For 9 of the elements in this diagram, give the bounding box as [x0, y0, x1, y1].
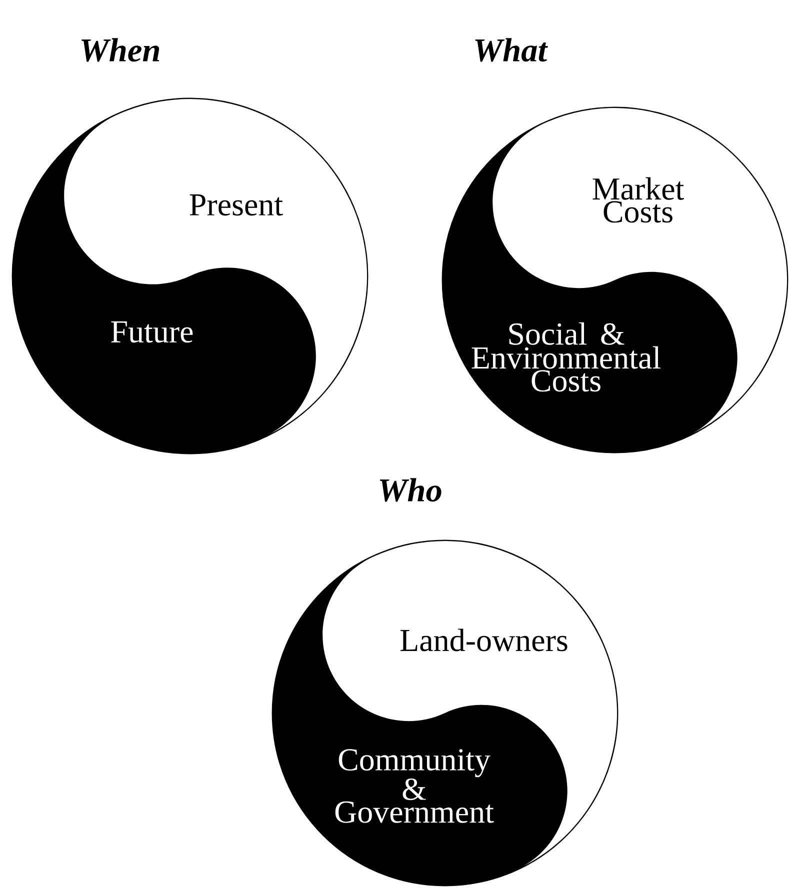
heading: When: [82, 38, 160, 62]
yin-yang-circle: [272, 540, 618, 886]
heading: Who: [380, 478, 442, 502]
node-label: Present: [190, 194, 283, 216]
heading: What: [475, 38, 548, 62]
yin-yang-circle: [12, 98, 368, 454]
node-label: Land-owners: [400, 628, 568, 652]
yin-yang-circle: [442, 106, 788, 454]
node-label: Market Costs: [592, 177, 684, 223]
